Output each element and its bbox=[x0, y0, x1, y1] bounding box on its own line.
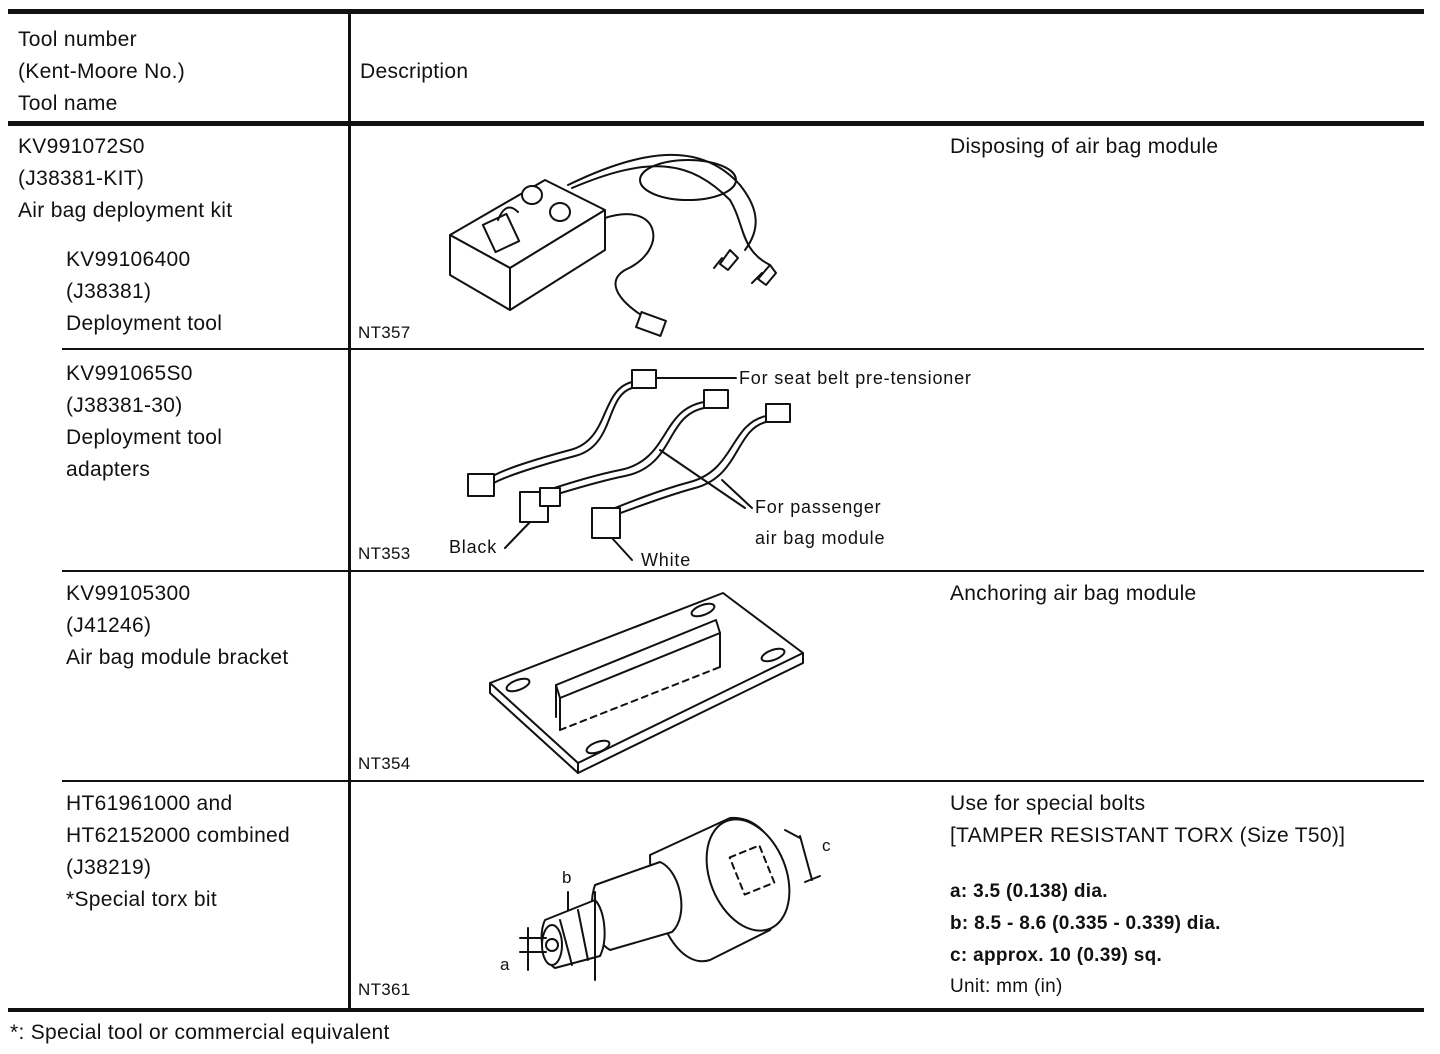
callout-passenger-line-1: For passenger bbox=[755, 497, 882, 517]
spec-b: b: 8.5 - 8.6 (0.335 - 0.339) dia. bbox=[950, 913, 1221, 934]
row-divider-3 bbox=[62, 780, 1424, 782]
description-line-2: [TAMPER RESISTANT TORX (Size T50)] bbox=[950, 824, 1346, 847]
callout-passenger-line-2: air bag module bbox=[755, 528, 886, 548]
callout-white: White bbox=[641, 550, 692, 570]
kent-moore-number: (J41246) bbox=[66, 614, 152, 637]
spec-c: c: approx. 10 (0.39) sq. bbox=[950, 945, 1163, 966]
figure-code: NT361 bbox=[358, 980, 411, 999]
header-bottom-rule bbox=[8, 121, 1424, 126]
tool-name-line-2: adapters bbox=[66, 458, 151, 481]
sub-tool-number: KV99106400 bbox=[66, 248, 191, 271]
module-bracket-illustration bbox=[489, 592, 804, 774]
tool-number-line-2: HT62152000 combined bbox=[66, 824, 291, 847]
footnote: *: Special tool or commercial equivalent bbox=[10, 1021, 390, 1044]
row-divider-1 bbox=[62, 348, 1424, 350]
tool-name: Air bag module bracket bbox=[66, 646, 289, 669]
unit-note: Unit: mm (in) bbox=[950, 976, 1063, 997]
kent-moore-number: (J38219) bbox=[66, 856, 152, 879]
tool-name: *Special torx bit bbox=[66, 888, 218, 911]
row-divider-2 bbox=[62, 570, 1424, 572]
tool-number: KV991072S0 bbox=[18, 135, 145, 158]
description: Anchoring air bag module bbox=[950, 582, 1197, 605]
tool-name: Air bag deployment kit bbox=[18, 199, 233, 222]
dim-label-a: a bbox=[500, 955, 511, 974]
header-tool-number: Tool number bbox=[18, 28, 137, 51]
torx-bit-illustration bbox=[519, 816, 821, 981]
table-top-rule bbox=[8, 9, 1424, 14]
dim-label-c: c bbox=[822, 836, 832, 855]
deployment-adapters-illustration bbox=[467, 369, 791, 561]
sub-kent-moore-number: (J38381) bbox=[66, 280, 152, 303]
deployment-tool-illustration bbox=[449, 153, 777, 337]
column-divider bbox=[348, 14, 351, 1012]
header-tool-name: Tool name bbox=[18, 92, 118, 115]
figure-code: NT354 bbox=[358, 754, 411, 773]
kent-moore-number: (J38381-30) bbox=[66, 394, 183, 417]
dim-label-b: b bbox=[562, 868, 573, 887]
spec-a: a: 3.5 (0.138) dia. bbox=[950, 881, 1108, 902]
figure-code: NT357 bbox=[358, 323, 411, 342]
tool-number: KV99105300 bbox=[66, 582, 191, 605]
figure-code: NT353 bbox=[358, 544, 411, 563]
header-kent-moore: (Kent-Moore No.) bbox=[18, 60, 186, 83]
tool-number: KV991065S0 bbox=[66, 362, 193, 385]
sub-tool-name: Deployment tool bbox=[66, 312, 223, 335]
callout-seat-belt: For seat belt pre-tensioner bbox=[739, 368, 972, 388]
tool-name: Deployment tool bbox=[66, 426, 223, 449]
header-description: Description bbox=[360, 60, 469, 83]
tool-number: HT61961000 and bbox=[66, 792, 233, 815]
description: Disposing of air bag module bbox=[950, 135, 1219, 158]
callout-black: Black bbox=[449, 537, 498, 557]
kent-moore-number: (J38381-KIT) bbox=[18, 167, 145, 190]
description-line-1: Use for special bolts bbox=[950, 792, 1146, 815]
table-bottom-rule bbox=[8, 1008, 1424, 1012]
